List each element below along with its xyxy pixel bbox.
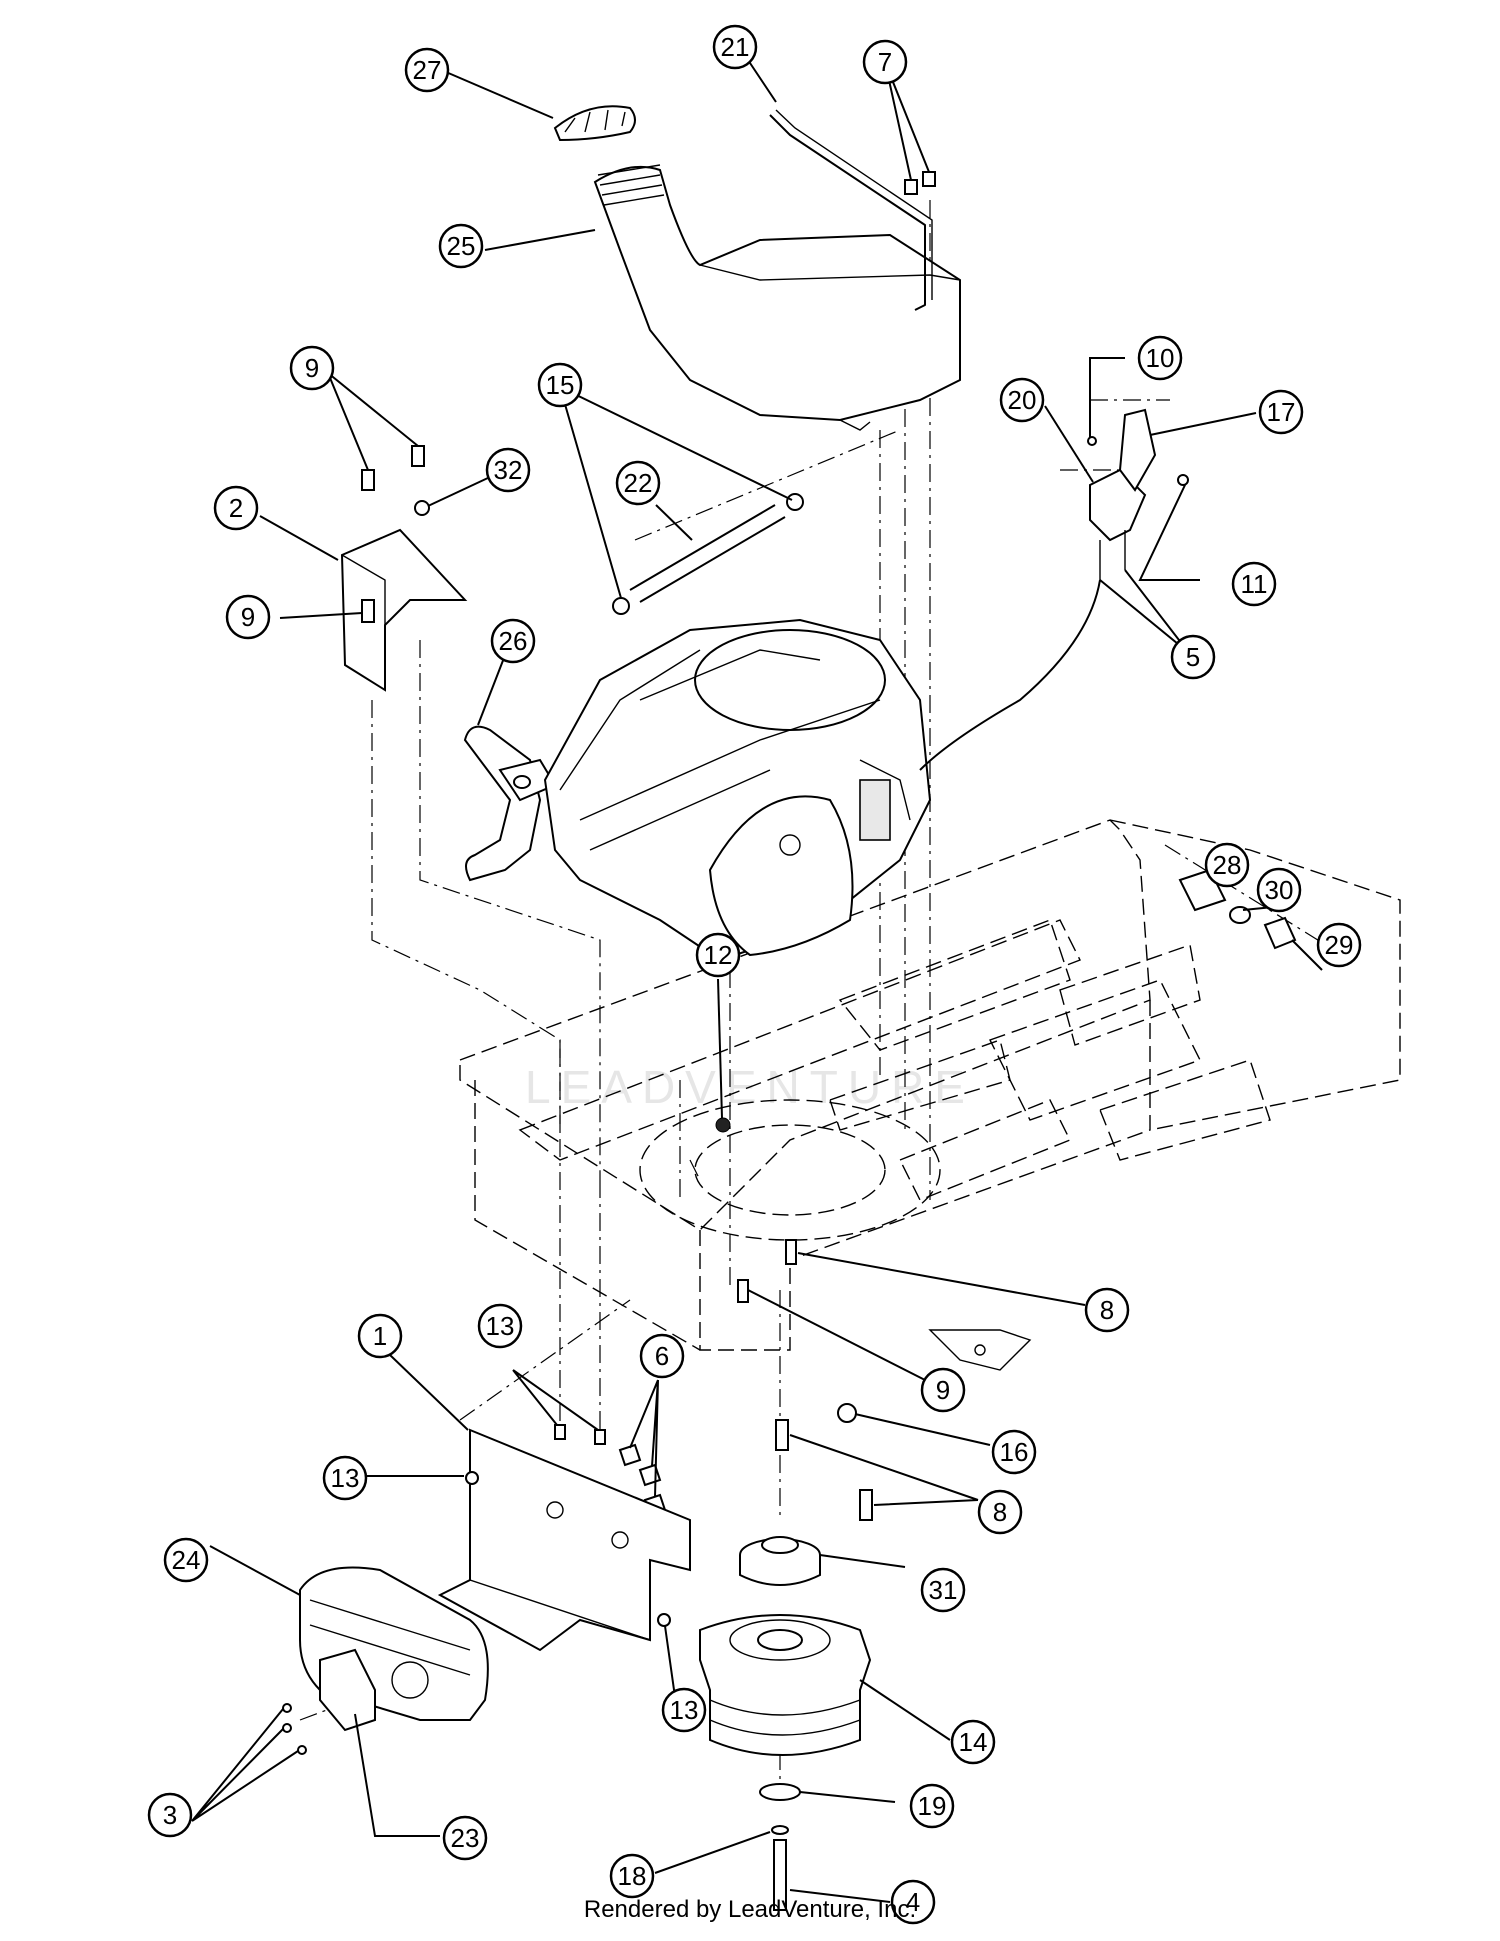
fuel-cap — [553, 105, 636, 142]
callout-5-label: 5 — [1186, 642, 1200, 672]
callout-23-label: 23 — [451, 1823, 480, 1853]
heat-shield — [340, 445, 468, 692]
callout-13-top-label: 13 — [486, 1311, 515, 1341]
callout-26-label: 26 — [499, 626, 528, 656]
callout-2-label: 2 — [229, 493, 243, 523]
callout-6: 6 — [639, 1333, 685, 1379]
callout-19-label: 19 — [918, 1791, 947, 1821]
callout-30: 30 — [1256, 867, 1302, 913]
callout-9-top-label: 9 — [305, 353, 319, 383]
callout-14-label: 14 — [959, 1727, 988, 1757]
callout-22: 22 — [615, 460, 661, 506]
callout-13-bottom: 13 — [661, 1687, 707, 1733]
fuel-line — [769, 109, 933, 311]
callout-4-label: 4 — [906, 1887, 920, 1917]
muffler — [282, 1566, 489, 1755]
callout-20-label: 20 — [1008, 385, 1037, 415]
callout-1-label: 1 — [373, 1321, 387, 1351]
callout-3-label: 3 — [163, 1800, 177, 1830]
callout-9-frame-label: 9 — [936, 1375, 950, 1405]
callout-26: 26 — [490, 618, 536, 664]
callout-10-label: 10 — [1146, 343, 1175, 373]
callout-32: 32 — [485, 447, 531, 493]
callout-30-label: 30 — [1265, 875, 1294, 905]
pto-clutch — [699, 1536, 872, 1911]
callout-32-label: 32 — [494, 455, 523, 485]
callout-24: 24 — [163, 1537, 209, 1583]
callout-24-label: 24 — [172, 1545, 201, 1575]
callout-8-frame: 8 — [1084, 1287, 1130, 1333]
exhaust-pipe — [463, 725, 557, 882]
callout-9-shield-label: 9 — [241, 602, 255, 632]
callout-1: 1 — [357, 1313, 403, 1359]
footer-credit: Rendered by LeadVenture, Inc. — [583, 1896, 917, 1923]
callout-9-top: 9 — [289, 345, 335, 391]
callout-5: 5 — [1170, 634, 1216, 680]
callout-2: 2 — [213, 485, 259, 531]
engine — [543, 618, 932, 962]
callout-8-clutch: 8 — [977, 1489, 1023, 1535]
callout-11-label: 11 — [1241, 569, 1268, 599]
callout-17-label: 17 — [1267, 397, 1296, 427]
callout-16-label: 16 — [1000, 1437, 1029, 1467]
callout-13-bottom-label: 13 — [670, 1695, 699, 1725]
watermark: LEADVENTURE — [525, 1061, 975, 1113]
callout-13-left: 13 — [322, 1455, 368, 1501]
muffler-bracket — [437, 1428, 691, 1652]
callout-8-frame-label: 8 — [1100, 1295, 1114, 1325]
callout-22-label: 22 — [624, 468, 653, 498]
callout-7: 7 — [862, 39, 908, 85]
callout-21: 21 — [712, 24, 758, 70]
callout-29: 29 — [1316, 922, 1362, 968]
callout-29-label: 29 — [1325, 930, 1354, 960]
callout-12: 12 — [695, 932, 741, 978]
callout-12-label: 12 — [704, 940, 733, 970]
fuel-hose — [612, 493, 804, 615]
callout-17: 17 — [1258, 389, 1304, 435]
callout-28: 28 — [1204, 842, 1250, 888]
chassis-frame — [459, 819, 1401, 1371]
callout-13-top: 13 — [477, 1303, 523, 1349]
callout-13-left-label: 13 — [331, 1463, 360, 1493]
callout-9-shield: 9 — [225, 594, 271, 640]
callout-3: 3 — [147, 1792, 193, 1838]
callout-10: 10 — [1137, 335, 1183, 381]
callout-6-label: 6 — [655, 1341, 669, 1371]
callout-31: 31 — [920, 1567, 966, 1613]
callout-31-label: 31 — [929, 1575, 958, 1605]
callout-11: 11 — [1231, 561, 1277, 607]
callout-27-label: 27 — [413, 55, 442, 85]
callout-19: 19 — [909, 1783, 955, 1829]
callout-25: 25 — [438, 223, 484, 269]
callout-4: 4 — [890, 1879, 936, 1925]
callout-18: 18 — [609, 1853, 655, 1899]
throttle-control — [919, 408, 1189, 771]
callout-20: 20 — [999, 377, 1045, 423]
callout-8-clutch-label: 8 — [993, 1497, 1007, 1527]
callout-7-label: 7 — [878, 47, 892, 77]
fuel-tank — [593, 164, 961, 431]
callout-15: 15 — [537, 362, 583, 408]
fittings — [1178, 868, 1297, 950]
callout-25-label: 25 — [447, 231, 476, 261]
callout-23: 23 — [442, 1815, 488, 1861]
callout-9-frame: 9 — [920, 1367, 966, 1413]
leader-lines — [191, 47, 1323, 1903]
callout-27: 27 — [404, 47, 450, 93]
callout-28-label: 28 — [1213, 850, 1242, 880]
callout-18-label: 18 — [618, 1861, 647, 1891]
callout-16: 16 — [991, 1429, 1037, 1475]
callout-15-label: 15 — [546, 370, 575, 400]
callout-21-label: 21 — [721, 32, 750, 62]
callout-14: 14 — [950, 1719, 996, 1765]
center-lines — [299, 200, 1351, 1790]
